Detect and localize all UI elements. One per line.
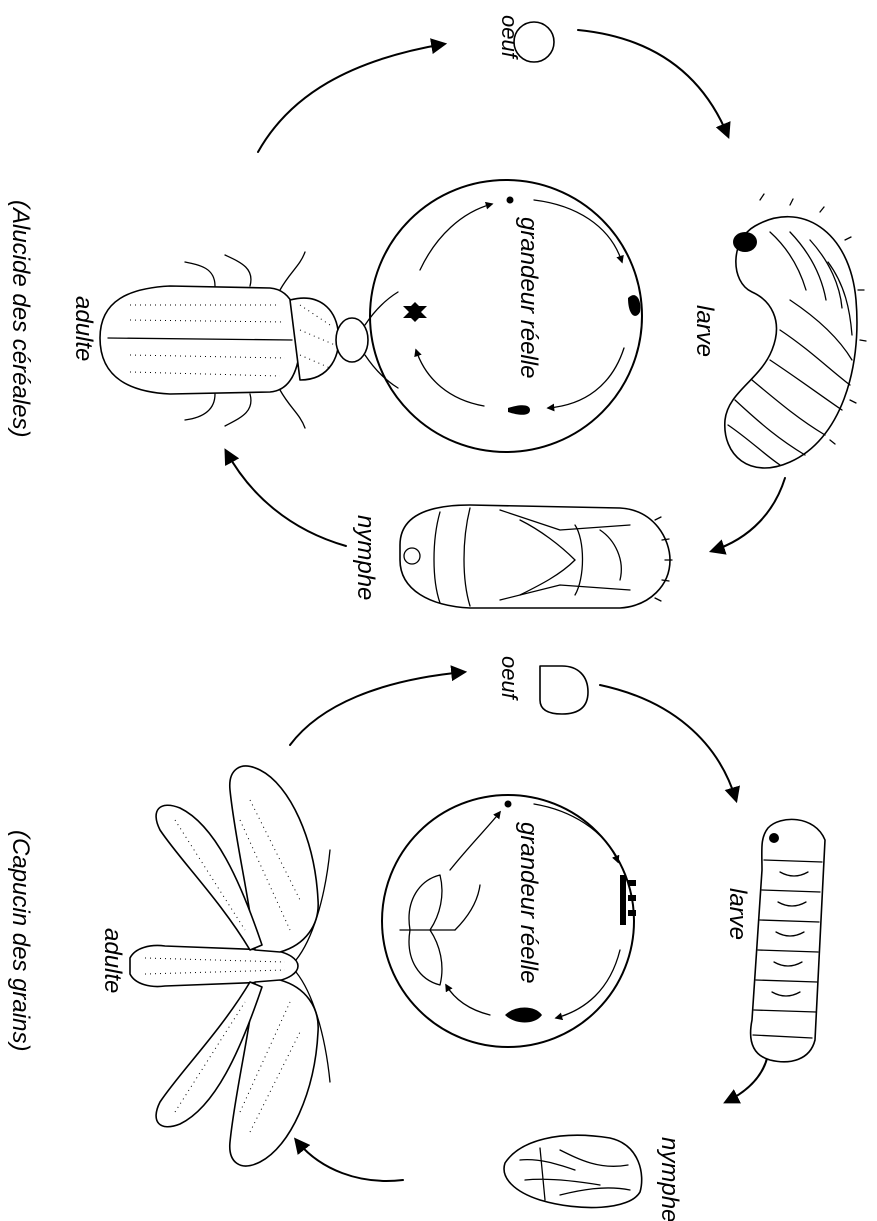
adult-label: adulte (70, 296, 97, 361)
cycle-bottom: oeuf larve nymphe adulte grandeur réelle… (7, 656, 825, 1221)
adult-label: adulte (99, 928, 126, 993)
species-label: (Capucin des grains) (7, 830, 34, 1051)
real-size-label: grandeur réelle (515, 822, 542, 983)
arrow-egg-to-larva (578, 30, 728, 136)
egg-label: oeuf (497, 656, 522, 702)
arrow-pupa-to-adult (296, 1140, 403, 1181)
arrow-adult-to-egg (290, 672, 464, 745)
adult-drawing (130, 766, 330, 1166)
real-size-label: grandeur réelle (515, 217, 542, 378)
larva-label: larve (724, 888, 751, 940)
arrow-egg-to-larva (600, 685, 736, 800)
species-label: (Alucide des céréales) (7, 200, 34, 437)
arrow-adult-to-egg (258, 44, 444, 152)
larva-drawing (725, 194, 866, 468)
adult-drawing (100, 252, 398, 428)
pupa-label: nymphe (352, 515, 379, 600)
pupa-label: nymphe (656, 1137, 683, 1221)
arrow-pupa-to-adult (226, 451, 346, 546)
arrow-larva-to-pupa (712, 478, 785, 551)
egg-label: oeuf (497, 15, 522, 61)
larva-drawing (751, 819, 825, 1061)
pupa-drawing (504, 1135, 642, 1207)
egg-drawing (540, 666, 588, 714)
cycle-top: oeuf larve nymphe adulte grandeur réelle… (7, 15, 866, 608)
larva-label: larve (691, 305, 718, 357)
pupa-drawing (400, 505, 672, 608)
